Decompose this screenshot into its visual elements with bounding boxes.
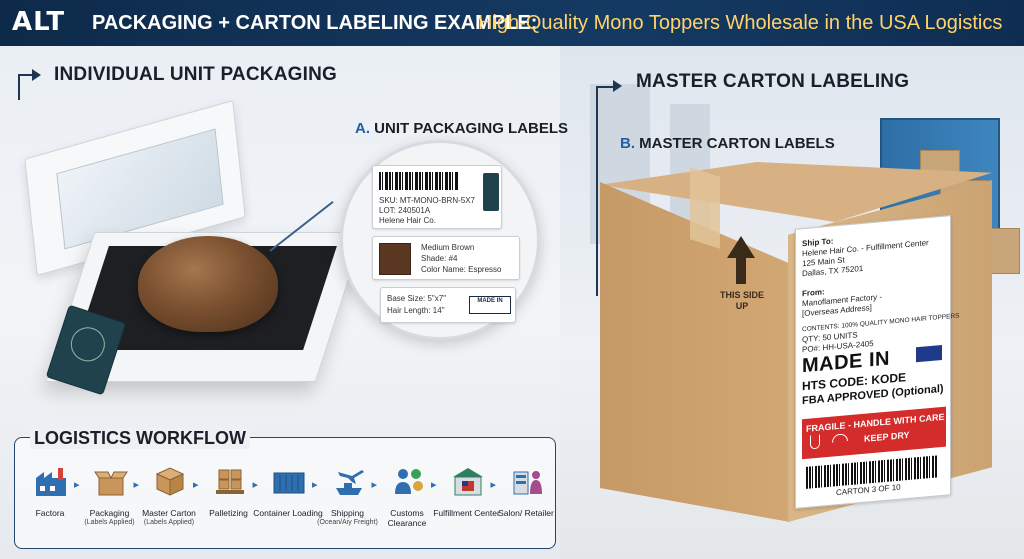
- fragile-text: FRAGILE - HANDLE WITH CARE: [806, 411, 945, 434]
- pallet-icon: [213, 464, 247, 498]
- workflow-step-label: Master Carton(Labels Applied): [133, 508, 205, 528]
- arrow-head-icon: [32, 69, 41, 81]
- brand-logo: ALT: [12, 7, 66, 37]
- section-title-unit-packaging: INDIVIDUAL UNIT PACKAGING: [54, 64, 337, 85]
- up-arrow-stem: [736, 256, 746, 284]
- lot-text: LOT: 240501A: [379, 206, 431, 215]
- workflow-step: Fulfillment Center: [433, 458, 500, 548]
- fragile-banner: FRAGILE - HANDLE WITH CARE KEEP DRY: [802, 406, 946, 460]
- workflow-step: Customs Clearance: [377, 458, 437, 548]
- workflow-step: Packaging(Labels Applied): [80, 458, 140, 548]
- workflow-arrow-icon: ▸: [193, 479, 199, 491]
- page-title: PACKAGING + CARTON LABELING EXAMPLE:: [92, 12, 538, 34]
- workflow-step: Factora: [20, 458, 80, 548]
- mini-hang-tag-icon: [483, 173, 499, 211]
- workflow-step-name: Shipping: [330, 508, 365, 518]
- workflow-step-label: Salon/ Retailer: [490, 508, 562, 518]
- sku-label: SKU: MT-MONO-BRN-5X7 LOT: 240501A Helene…: [372, 165, 502, 229]
- keep-dry-umbrella-icon: [832, 433, 848, 443]
- workflow-step-note: (Labels Applied): [143, 519, 195, 526]
- open-box-icon: [93, 464, 128, 498]
- arrow-head-icon: [613, 80, 622, 92]
- packing-tape: [690, 167, 720, 249]
- workflow-step-name: Container Loading: [253, 508, 323, 518]
- stacked-box: [990, 228, 1020, 274]
- workflow-step: Salon/ Retailer: [496, 458, 556, 548]
- workflow-step-label: Fulfillment Center: [431, 508, 503, 518]
- workflow-step-name: Packaging: [89, 508, 130, 518]
- fragile-glass-icon: [810, 434, 820, 450]
- workflow-arrow-icon: ▸: [312, 479, 318, 491]
- page-subtitle: High-Quality Mono Toppers Wholesale in t…: [478, 12, 1003, 34]
- workflow-step-name: Salon/ Retailer: [498, 508, 554, 518]
- made-in-badge: MADE IN: [469, 296, 511, 314]
- workflow-step: Master Carton(Labels Applied): [139, 458, 199, 548]
- workflow-step-note: (Ocean/Aiy Freight): [317, 519, 378, 526]
- workflow-step: Shipping(Ocean/Aiy Freight): [317, 458, 378, 548]
- header-bar: ALT PACKAGING + CARTON LABELING EXAMPLE:…: [0, 0, 1024, 46]
- workflow-step-label: Factora: [14, 508, 86, 518]
- workflow-arrow-icon: ▸: [133, 479, 140, 491]
- color-name-text: Color Name: Espresso: [421, 265, 502, 274]
- base-size-text: Base Size: 5"x7": [387, 294, 447, 303]
- workflow-step: Palletizing: [199, 458, 259, 548]
- keep-dry-text: KEEP DRY: [864, 429, 910, 444]
- carton-barcode-icon: [806, 455, 938, 489]
- workflow-step-note: (Labels Applied): [84, 519, 135, 526]
- color-text: Medium Brown: [421, 243, 475, 252]
- factory-icon: [34, 464, 68, 498]
- hair-topper: [138, 236, 278, 332]
- workflow-step-name: Fulfillment Center: [433, 508, 500, 518]
- workflow-step-label: Shipping(Ocean/Aiy Freight): [312, 508, 384, 528]
- workflow-arrow-icon: ▸: [74, 479, 80, 491]
- tag-logo-icon: [66, 322, 110, 366]
- workflow-step-name: Factora: [35, 508, 65, 518]
- up-arrow-icon: [727, 236, 755, 258]
- size-label: Base Size: 5"x7" Hair Length: 14" MADE I…: [380, 287, 516, 323]
- workflow-step-name: Master Carton: [142, 508, 196, 518]
- workflow-step: Container Loading: [253, 458, 323, 548]
- color-label: Medium Brown Shade: #4 Color Name: Espre…: [372, 236, 520, 280]
- section-arrow-line: [18, 74, 32, 100]
- workflow-step-label: Customs Clearance: [371, 508, 443, 528]
- workflow-step-label: Container Loading: [252, 508, 324, 518]
- retailer-icon: [510, 464, 544, 498]
- barcode-icon: [379, 172, 459, 190]
- this-side-up-text: THIS SIDE UP: [719, 290, 764, 311]
- section-title-master-carton: MASTER CARTON LABELING: [636, 71, 910, 92]
- workflow-arrow-icon: ▸: [490, 479, 497, 491]
- hair-length-text: Hair Length: 14": [387, 306, 445, 315]
- ship-plane-icon: [332, 464, 366, 498]
- carton-icon: [153, 464, 187, 498]
- flag-icon: [916, 344, 942, 363]
- shade-text: Shade: #4: [421, 254, 458, 263]
- brand-text: Helene Hair Co.: [379, 216, 436, 225]
- workflow-step-label: Palletizing: [193, 508, 265, 518]
- sub-title-unit-labels: A. UNIT PACKAGING LABELS: [355, 120, 569, 137]
- workflow-arrow-icon: ▸: [371, 479, 378, 491]
- workflow-arrow-icon: ▸: [252, 479, 259, 491]
- workflow-step-name: Palletizing: [209, 508, 248, 518]
- warehouse-icon: [451, 464, 485, 498]
- workflow-step-name: Customs Clearance: [387, 508, 427, 528]
- customs-icon: [391, 464, 425, 498]
- sku-text: SKU: MT-MONO-BRN-5X7: [379, 196, 476, 205]
- sub-title-carton-labels: B. MASTER CARTON LABELS: [620, 135, 835, 152]
- shipping-label: Ship To: Helene Hair Co. - Fulfillment C…: [795, 215, 959, 509]
- workflow-arrow-icon: ▸: [431, 479, 437, 491]
- container-icon: [272, 464, 306, 498]
- color-swatch: [379, 243, 411, 275]
- workflow-title: LOGISTICS WORKFLOW: [30, 428, 250, 449]
- workflow-step-label: Packaging(Labels Applied): [74, 508, 146, 528]
- section-arrow-line: [596, 86, 614, 296]
